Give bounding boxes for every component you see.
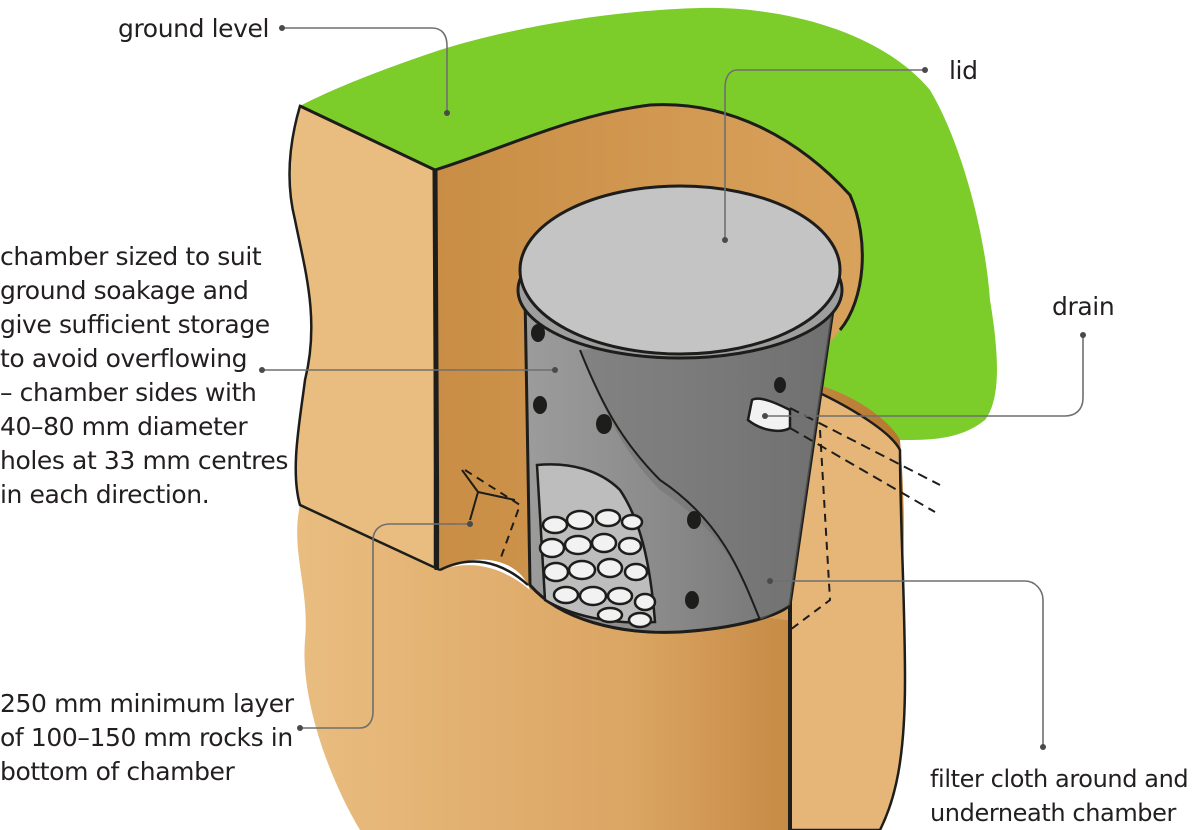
label-rocks-line: 250 mm minimum layer — [0, 689, 294, 718]
label-drain: drain — [1052, 292, 1115, 321]
label-filter-line: filter cloth around and — [930, 765, 1189, 793]
leader-filter — [770, 580, 1044, 747]
label-chamber-line: give sufficient storage — [0, 310, 270, 339]
ground-edge-line — [299, 103, 864, 331]
label-chamber-line: 40–80 mm diameter — [0, 412, 248, 441]
label-rocks-line: of 100–150 mm rocks in — [0, 723, 293, 752]
drain-pipe-dashes — [789, 407, 941, 513]
label-chamber-line: to avoid overflowing — [0, 344, 248, 373]
chamber-shading — [580, 310, 833, 620]
lid-top — [518, 184, 842, 356]
chamber-holes — [531, 324, 786, 609]
leader-ground-level — [282, 27, 448, 113]
label-rocks-description: 250 mm minimum layer of 100–150 mm rocks… — [0, 687, 294, 789]
label-chamber-line: holes at 33 mm centres — [0, 446, 289, 475]
leader-lid — [724, 69, 925, 240]
leader-lines — [262, 27, 1084, 747]
leader-dots — [259, 25, 1086, 750]
soil-right-face — [788, 378, 907, 830]
rocks — [538, 508, 657, 629]
chamber-crack-lines — [579, 349, 761, 621]
label-filter-line: underneath chamber — [930, 799, 1176, 827]
label-chamber-line: ground soakage and — [0, 276, 249, 305]
label-lid: lid — [949, 56, 978, 85]
filter-cloth-layer — [464, 429, 832, 631]
leader-rocks — [300, 523, 470, 729]
label-ground-level: ground level — [118, 14, 270, 43]
soil-left-face — [288, 104, 437, 572]
label-rocks-line: bottom of chamber — [0, 757, 235, 786]
label-chamber-description: chamber sized to suit ground soakage and… — [0, 240, 288, 512]
leader-drain — [765, 335, 1084, 417]
label-chamber-line: – chamber sides with — [0, 378, 257, 407]
label-chamber-line: in each direction. — [0, 480, 210, 509]
bottom-edge-line — [299, 503, 529, 586]
label-filter-cloth: filter cloth around and underneath chamb… — [930, 762, 1189, 830]
label-chamber-line: chamber sized to suit — [0, 242, 262, 271]
filter-cloth-edge — [461, 469, 516, 521]
